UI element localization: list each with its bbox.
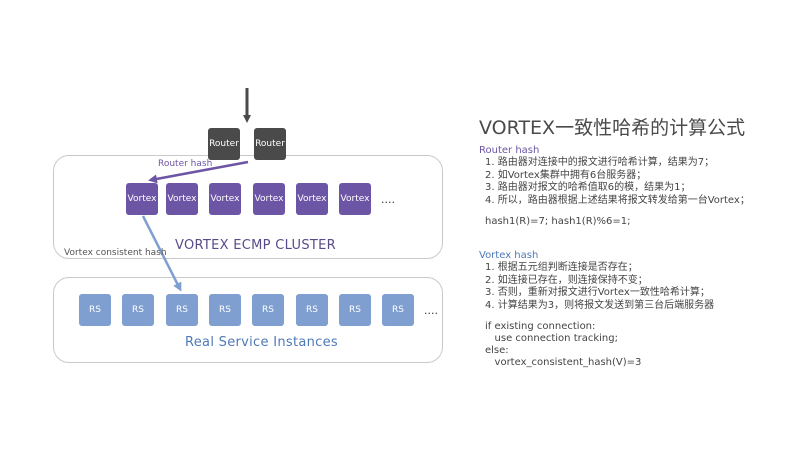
- vortex-hash-edge: [141, 215, 182, 292]
- vortex-hash-code-line: use connection tracking;: [485, 333, 618, 344]
- rs-node: RS: [79, 294, 111, 326]
- vortex-node: Vortex: [209, 183, 241, 215]
- vortex-hash-steps: 1. 根据五元组判断连接是否存在； 2. 如连接已存在，则连接保持不变； 3. …: [485, 262, 714, 312]
- rs-node: RS: [296, 294, 328, 326]
- rs-cluster-label: Real Service Instances: [185, 335, 339, 350]
- vortex-hash-code-line: vortex_consistent_hash(V)=3: [485, 357, 642, 368]
- vortex-hash-heading: Vortex hash: [479, 250, 539, 261]
- vortex-node: Vortex: [339, 183, 371, 215]
- formula-panel-title: VORTEX一致性哈希的计算公式: [479, 117, 746, 139]
- vortex-hash-code-line: if existing connection:: [485, 321, 596, 332]
- list-item: 1. 根据五元组判断连接是否存在；: [485, 262, 638, 273]
- router-node: Router: [254, 128, 286, 160]
- real-service-cluster: [53, 277, 443, 363]
- vortex-ellipsis: ....: [381, 193, 395, 206]
- router-node: Router: [208, 128, 240, 160]
- vortex-node: Vortex: [296, 183, 328, 215]
- vortex-hash-code-line: else:: [485, 345, 509, 356]
- router-hash-label: Router hash: [158, 159, 213, 169]
- rs-node: RS: [122, 294, 154, 326]
- router-hash-formula: hash1(R)=7; hash1(R)%6=1;: [485, 216, 631, 227]
- router-hash-steps: 1. 路由器对连接中的报文进行哈希计算，结果为7； 2. 如Vortex集群中拥…: [485, 157, 750, 207]
- rs-ellipsis: ....: [424, 304, 438, 317]
- rs-node: RS: [339, 294, 371, 326]
- list-item: 2. 如Vortex集群中拥有6台服务器；: [485, 169, 647, 181]
- list-item: 4. 所以，路由器根据上述结果将报文转发给第一台Vortex；: [485, 194, 750, 206]
- list-item: 1. 路由器对连接中的报文进行哈希计算，结果为7；: [485, 157, 715, 168]
- list-item: 4. 计算结果为3，则将报文发送到第三台后端服务器: [485, 299, 715, 311]
- rs-node: RS: [252, 294, 284, 326]
- vortex-cluster-label: VORTEX ECMP CLUSTER: [175, 238, 336, 253]
- vortex-node: Vortex: [166, 183, 198, 215]
- vortex-ecmp-cluster: [53, 155, 443, 259]
- list-item: 3. 路由器对报文的哈希值取6的模，结果为1；: [485, 182, 691, 193]
- list-item: 2. 如连接已存在，则连接保持不变；: [485, 274, 648, 286]
- rs-node: RS: [209, 294, 241, 326]
- vortex-node: Vortex: [253, 183, 285, 215]
- list-item: 3. 否则，重新对报文进行Vortex一致性哈希计算；: [485, 287, 710, 298]
- rs-node: RS: [382, 294, 414, 326]
- vortex-hash-label: Vortex consistent hash: [64, 248, 167, 258]
- rs-node: RS: [166, 294, 198, 326]
- vortex-node: Vortex: [126, 183, 158, 215]
- router-hash-edge: [148, 160, 249, 184]
- router-hash-heading: Router hash: [479, 145, 540, 156]
